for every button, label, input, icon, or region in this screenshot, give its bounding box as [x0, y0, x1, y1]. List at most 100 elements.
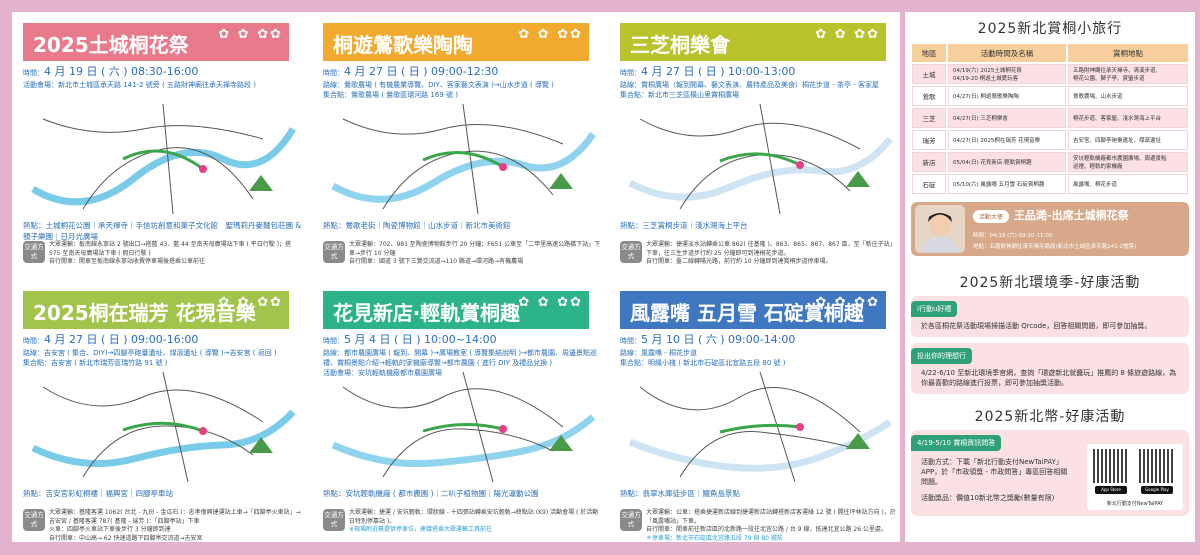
road	[382, 150, 554, 210]
venue-marker	[796, 161, 804, 169]
hotspots: 熱點：翡翠水庫徒步區｜鱷魚島景點	[620, 488, 900, 499]
info-label: 集合點：	[23, 359, 51, 367]
info-value: 鶯歌農場 ( 有機農業導覽、DIY、客家藝文表演 )→山水步道 ( 導覽 )	[344, 81, 554, 89]
time-label: 時間：	[620, 337, 641, 345]
panel-title: 2025土城桐花祭	[33, 33, 189, 57]
info-label: 集合點：	[620, 359, 648, 367]
ambassador-photo	[915, 205, 965, 253]
transport-info: 交通方式大眾運輸：公車：搭乘捷運新店線到捷運新店站轉搭新店客運綠 12 號 ( …	[620, 509, 900, 543]
event-panel-shiding: 風露嘴 五月雪 石碇賞桐趣✿ ✿ ✿✿ 時間：5 月 10 日 ( 六 ) 09…	[612, 283, 904, 545]
qr-code-ios[interactable]	[1093, 449, 1129, 483]
tung-flower-icon: ✿ ✿ ✿✿	[815, 295, 880, 310]
tung-flower-icon: ✿ ✿ ✿✿	[518, 27, 583, 42]
transport-line: 自行開車：國道 3 號下三鶯交流道→110 縣道→環河路→有機農場	[349, 258, 524, 265]
time-label: 時間：	[323, 337, 344, 345]
event-panel-sanzhi: 三芝桐樂會✿ ✿ ✿✿ 時間：4 月 27 日 ( 日 ) 10:00-13:0…	[612, 15, 904, 277]
mountain-icon	[549, 435, 573, 451]
transport-line: 大眾運輸：板南線永寧站 2 號出口→搭藍 43、藍 44 至南天母廣場站下車 (…	[49, 241, 292, 257]
road	[82, 147, 254, 210]
route-line	[422, 150, 504, 169]
info-line: 活動會場：安坑輕軌機廠都市農園廣場	[323, 368, 603, 378]
route-map[interactable]	[323, 99, 599, 217]
cell-area: 瑞芳	[912, 130, 946, 150]
panel-title-bar: 桐遊鶯歌樂陶陶 ✿ ✿ ✿✿	[323, 23, 589, 61]
cell-event: 04/27(日) 三芝桐樂會	[948, 108, 1066, 128]
tung-flower-icon: ✿ ✿ ✿✿	[218, 27, 283, 42]
env-text-2: 4/22-6/10 至新北環境季官網，查詢「環遊新北就醬玩」推薦的 8 條旅遊路…	[921, 369, 1177, 387]
info-line: 路線：賞桐廣場（報到開幕、藝文表演、農特產品及美食）桐花步道 - 茶亭 - 客家…	[620, 80, 900, 90]
transport-line: 大眾運輸：公車：搭乘捷運新店線到捷運新店站轉搭新店客運綠 12 號 ( 開往坪林…	[646, 509, 896, 525]
panel-title: 風露嘴 五月雪 石碇賞桐趣	[630, 301, 864, 325]
ambassador-name: 王品澔-出席土城桐花祭	[1014, 209, 1129, 222]
transport-line: 自行開車：中山高→ 62 快速道路下四腳亭交流道→吉安宮	[49, 534, 203, 542]
route-line	[422, 423, 504, 433]
transport-badge: 交通方式	[323, 241, 345, 263]
event-time: 時間：5 月 10 日 ( 六 ) 09:00-14:00	[620, 333, 900, 348]
route-map[interactable]	[23, 367, 299, 485]
route-map[interactable]	[620, 367, 896, 485]
info-line: 路線：都市農園廣場 ( 報到、開幕 )→廣場教室 ( 導覽集結說明 )→都市農園…	[323, 348, 603, 368]
hot-label: 熱點：	[23, 489, 46, 498]
google-play-badge[interactable]: Google Play	[1141, 486, 1173, 494]
road	[759, 103, 781, 215]
route-line	[122, 421, 204, 433]
trip-title: 2025新北賞桐小旅行	[977, 21, 1123, 37]
hot-value: 土城桐花公園｜承天禪寺｜手信坊創意和菓子文化館 聖瑪莉丹麥麵包莊園 & 親子樂園…	[23, 221, 302, 241]
env-activity-1: i行動u好禮 於各區桐花祭活動現場掃描活動 Qrcode，回答相關問題，即可參加…	[911, 296, 1189, 337]
col-place: 賞桐地點	[1068, 44, 1188, 62]
cell-area: 土城	[912, 64, 946, 84]
hotspots: 熱點：土城桐花公園｜承天禪寺｜手信坊創意和菓子文化館 聖瑪莉丹麥麵包莊園 & 親…	[23, 220, 303, 242]
time-value: 4 月 27 日 ( 日 ) 09:00-16:00	[44, 333, 199, 346]
info-value: 吉安宮 ( 新北市瑞芳區瑞竹路 91 號 )	[51, 359, 168, 367]
info-label: 集合點：	[323, 91, 351, 99]
info-value: 鶯歌農場 ( 鶯歌區環河路 169 號 )	[351, 91, 458, 99]
road	[462, 371, 494, 483]
qr-code-android[interactable]	[1139, 449, 1175, 483]
road	[679, 154, 851, 210]
app-store-badge[interactable]: App Store	[1095, 486, 1127, 494]
qr-caption: 新北行動支付NewTaiPAY	[1106, 501, 1164, 507]
info-line: 集合點：新北市三芝區橫山里賞桐廣場	[620, 90, 900, 100]
panel-title: 花見新店‧輕軌賞桐趣	[333, 301, 520, 325]
info-line: 集合點：鶯歌農場 ( 鶯歌區環河路 169 號 )	[323, 90, 603, 100]
route-map[interactable]	[323, 367, 599, 485]
venue-marker	[199, 165, 207, 173]
cell-event: 05/04(日) 花見新店‧輕軌賞桐趣	[948, 152, 1066, 172]
qr-codes: App Store Google Play 新北行動支付NewTaiPAY	[1087, 444, 1183, 510]
road	[382, 428, 554, 478]
hot-label: 熱點：	[620, 221, 643, 230]
mountain-icon	[249, 175, 273, 191]
hotspots: 熱點：安坑輕軌機廠 ( 都市農園 )｜二叭子植物園｜陽光運動公園	[323, 488, 603, 499]
route-map[interactable]	[23, 99, 299, 217]
info-label: 路線：	[620, 349, 641, 357]
hot-value: 三芝賞桐步道｜淺水灣海上平台	[642, 221, 748, 230]
transport-badge: 交通方式	[23, 241, 45, 263]
coin-prize: 活動獎品：價值10新北幣之獎勵(數量有限)	[921, 494, 1055, 502]
panel-title: 桐遊鶯歌樂陶陶	[333, 33, 473, 57]
ambassador-tag: 活動大使	[973, 210, 1010, 223]
route-map[interactable]	[620, 99, 896, 217]
info-value: 新北市三芝區橫山里賞桐廣場	[648, 91, 739, 99]
coin-tag: 4/19-5/10 賞桐資訊問答	[911, 435, 1002, 451]
info-label: 路線：	[23, 349, 44, 357]
hot-label: 熱點：	[323, 489, 346, 498]
info-line: 路線：吉安宮 ( 集合、DIY)→四腳亭砲臺遺址、煤滾遺址 ( 導覽 )→吉安宮…	[23, 348, 303, 358]
transport-badge: 交通方式	[620, 509, 642, 531]
road	[679, 431, 851, 478]
info-line: 集合點：明緣小棧 ( 新北市石碇區北宜路五段 80 號 )	[620, 358, 900, 368]
mountain-icon	[846, 171, 870, 187]
info-label: 集合點：	[620, 91, 648, 99]
info-label: 活動會場：	[323, 369, 358, 377]
col-event: 活動時間及名稱	[948, 44, 1066, 62]
